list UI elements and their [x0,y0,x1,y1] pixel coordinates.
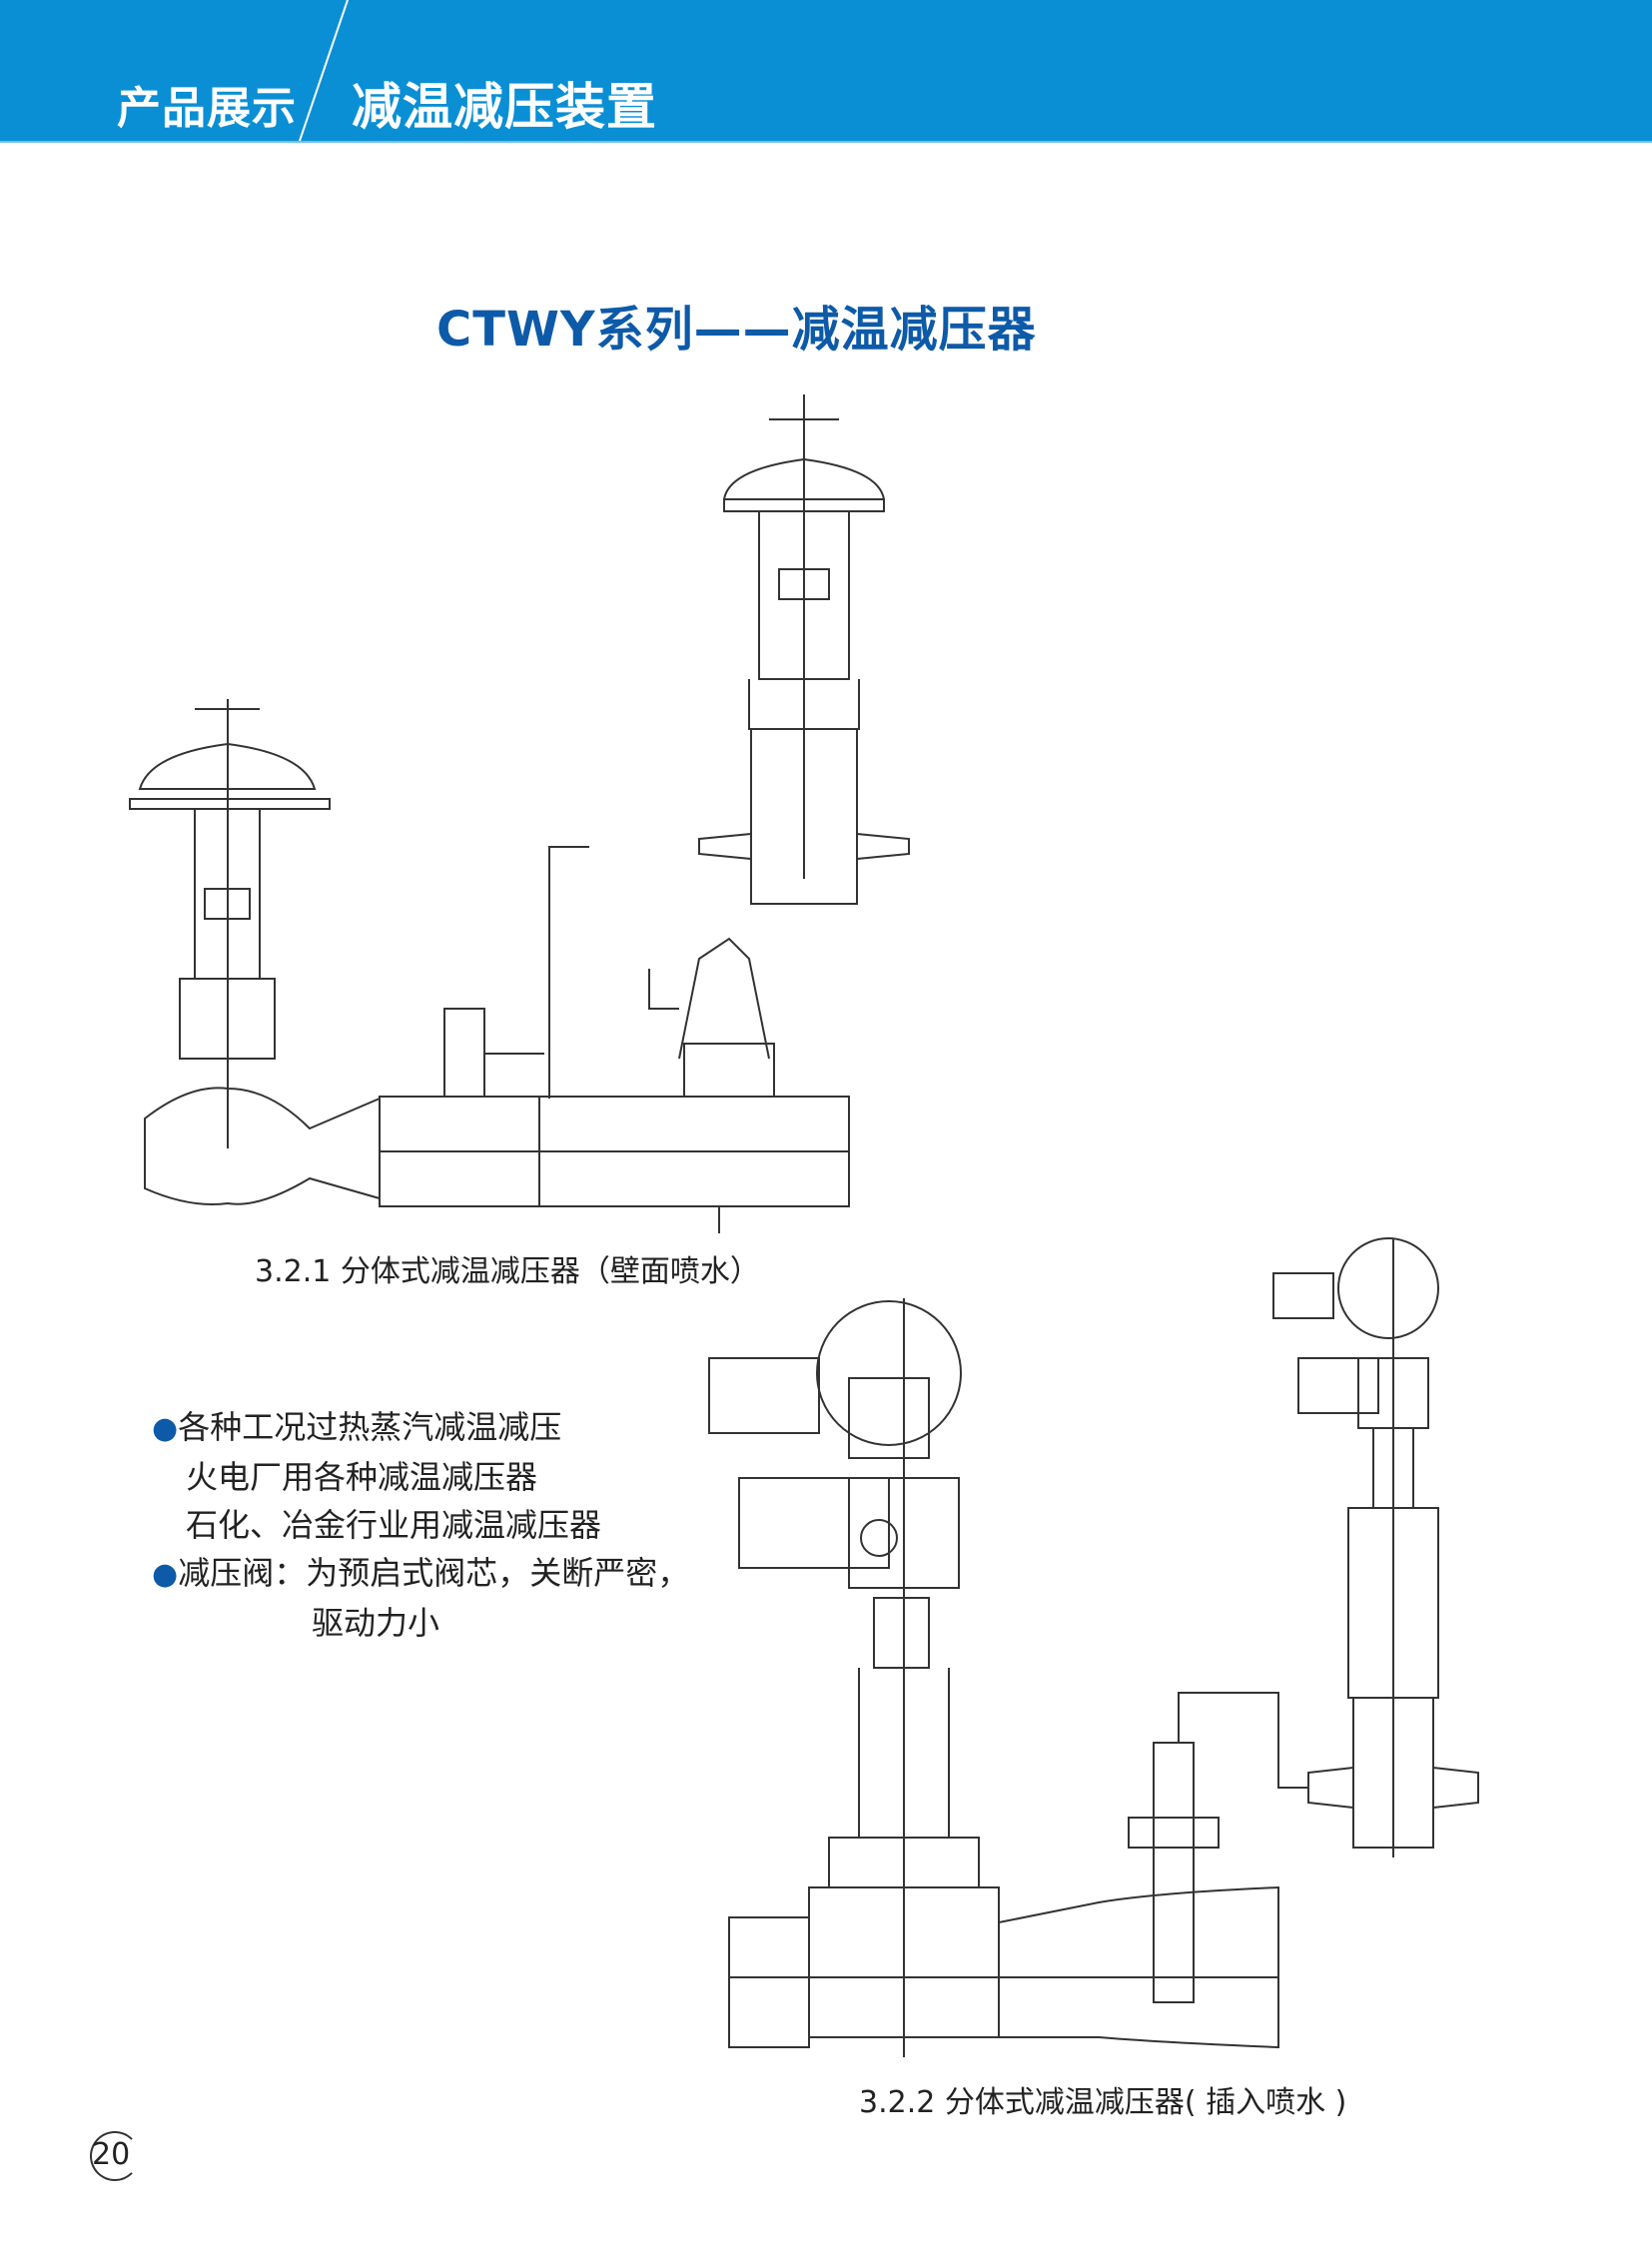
page-header: 产品展示 减温减压装置 [0,0,1652,143]
figure-2-caption: 3.2.2 分体式减温减压器( 插入喷水 ) [859,2085,1347,2120]
page-number: 20 [92,2137,131,2172]
page-title: CTWY系列——减温减压器 [436,302,1037,358]
feature-item: 石化、冶金行业用减温减压器 [186,1506,602,1544]
feature-item: 驱动力小 [312,1604,440,1642]
header-divider [299,0,349,141]
figure-2-drawing [708,1237,1479,2057]
feature-item: ●各种工况过热蒸汽减温减压 [152,1408,562,1446]
feature-list: ●各种工况过热蒸汽减温减压 火电厂用各种减温减压器 石化、冶金行业用减温减压器 … [152,1403,689,1647]
feature-item: ●减压阀：为预启式阀芯，关断严密， [152,1554,690,1592]
bullet-icon: ● [152,1557,179,1592]
page-number-circle [90,2131,140,2181]
feature-item: 火电厂用各种减温减压器 [186,1458,538,1496]
figure-1-caption: 3.2.1 分体式减温减压器（壁面喷水） [255,1254,760,1289]
bullet-icon: ● [152,1411,179,1446]
subsection-label: 减温减压装置 [352,78,657,136]
figure-1-drawing [129,394,910,1233]
section-label: 产品展示 [117,83,297,134]
